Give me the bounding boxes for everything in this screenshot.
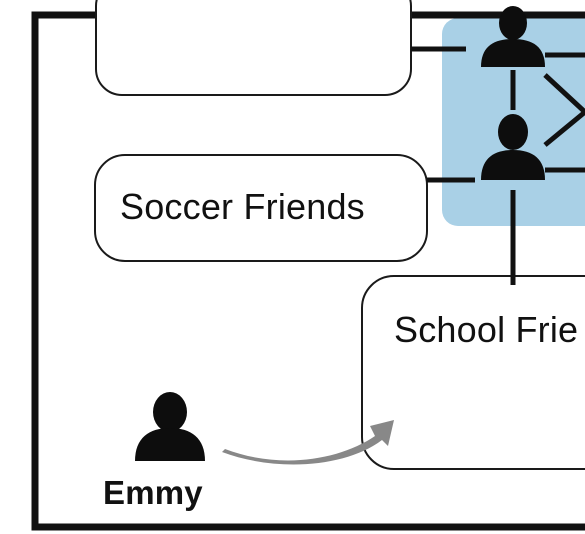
edge-cross-up xyxy=(543,110,585,147)
group-label-soccer-friends: Soccer Friends xyxy=(120,186,365,227)
person-icon xyxy=(481,114,545,180)
group-box-top xyxy=(95,0,412,96)
join-arrow xyxy=(222,420,394,465)
group-box-school-friends xyxy=(361,275,585,470)
connector-lines xyxy=(411,46,585,285)
edge-cross-down xyxy=(543,73,585,114)
person-icon xyxy=(481,6,545,67)
group-label-school-friends: School Frie xyxy=(394,309,579,350)
person-name-label: Emmy xyxy=(103,474,203,511)
person-icon xyxy=(135,392,205,461)
group-box-soccer-friends xyxy=(94,154,428,262)
